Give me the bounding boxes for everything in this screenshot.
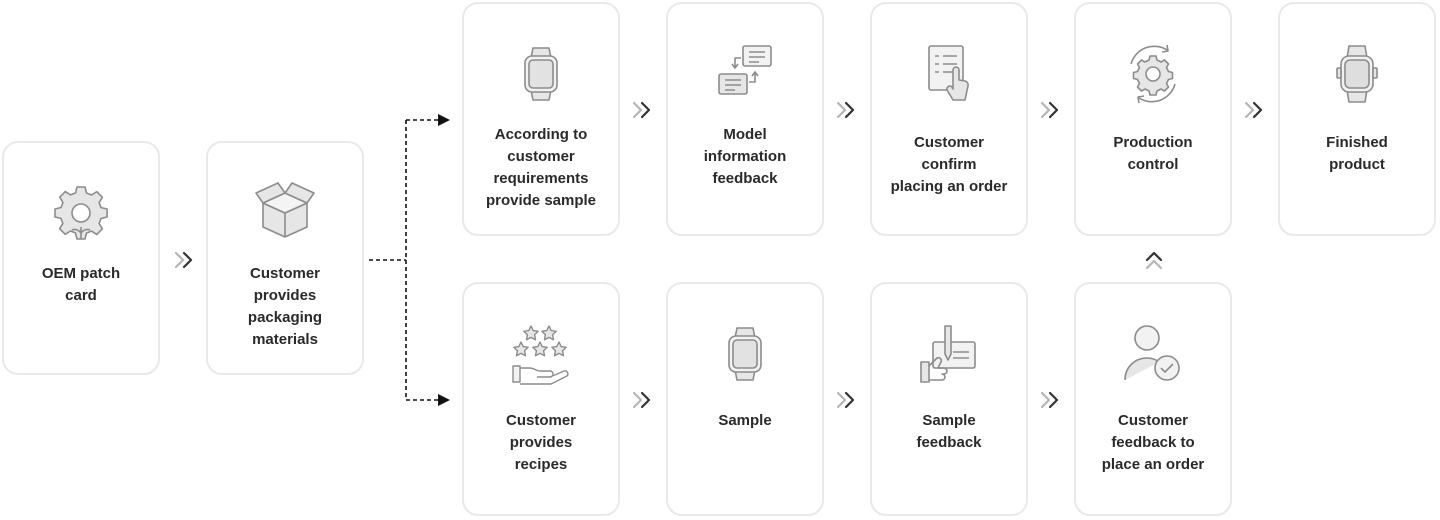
step-label: According to customer requirements provi…: [485, 126, 597, 209]
step-finished-product: Finished product: [1278, 2, 1436, 236]
step-label: Finished product: [1326, 134, 1388, 173]
step-provide-sample: According to customer requirements provi…: [462, 2, 620, 236]
chat-exchange-icon: [713, 42, 777, 106]
checklist-hand-icon: [917, 42, 981, 106]
step-label: OEM patch card: [41, 265, 121, 304]
step-label: Customer feedback to place an order: [1101, 412, 1205, 473]
step-model-information-feedback: Model information feedback: [666, 2, 824, 236]
step-customer-confirm-order: Customer confirm placing an order: [870, 2, 1028, 236]
smartwatch-icon: [1325, 42, 1389, 106]
step-label: Sample: [718, 412, 772, 429]
chevron-right-icon: [836, 101, 858, 119]
step-customer-feedback-order: Customer feedback to place an order: [1074, 282, 1232, 516]
open-box-icon: [253, 179, 317, 243]
step-sample: Sample: [666, 282, 824, 516]
chevron-right-icon: [836, 391, 858, 409]
step-label: Sample feedback: [916, 412, 982, 451]
step-label: Customer confirm placing an order: [890, 134, 1008, 195]
watch-icon: [509, 42, 573, 106]
chevron-right-icon: [1040, 101, 1062, 119]
gear-cycle-icon: [1121, 42, 1185, 106]
feedback-form-icon: [917, 322, 981, 386]
chevron-right-icon: [174, 251, 196, 269]
step-label: Model information feedback: [703, 126, 787, 187]
step-oem-patch-card: OEM patch card: [2, 141, 160, 375]
step-label: Production control: [1113, 134, 1193, 173]
gear-plant-icon: [49, 181, 113, 245]
chevron-right-icon: [632, 101, 654, 119]
stars-hand-icon: [509, 322, 573, 386]
step-customer-recipes: Customer provides recipes: [462, 282, 620, 516]
user-check-icon: [1121, 322, 1185, 386]
chevron-up-icon: [1145, 249, 1163, 271]
step-label: Customer provides recipes: [505, 412, 576, 473]
step-production-control: Production control: [1074, 2, 1232, 236]
chevron-right-icon: [1040, 391, 1062, 409]
arrowhead-top: [438, 114, 450, 126]
step-label: Customer provides packaging materials: [247, 265, 323, 348]
chevron-right-icon: [632, 391, 654, 409]
watch-icon: [713, 322, 777, 386]
step-packaging-materials: Customer provides packaging materials: [206, 141, 364, 375]
chevron-right-icon: [1244, 101, 1266, 119]
step-sample-feedback: Sample feedback: [870, 282, 1028, 516]
arrowhead-bottom: [438, 394, 450, 406]
